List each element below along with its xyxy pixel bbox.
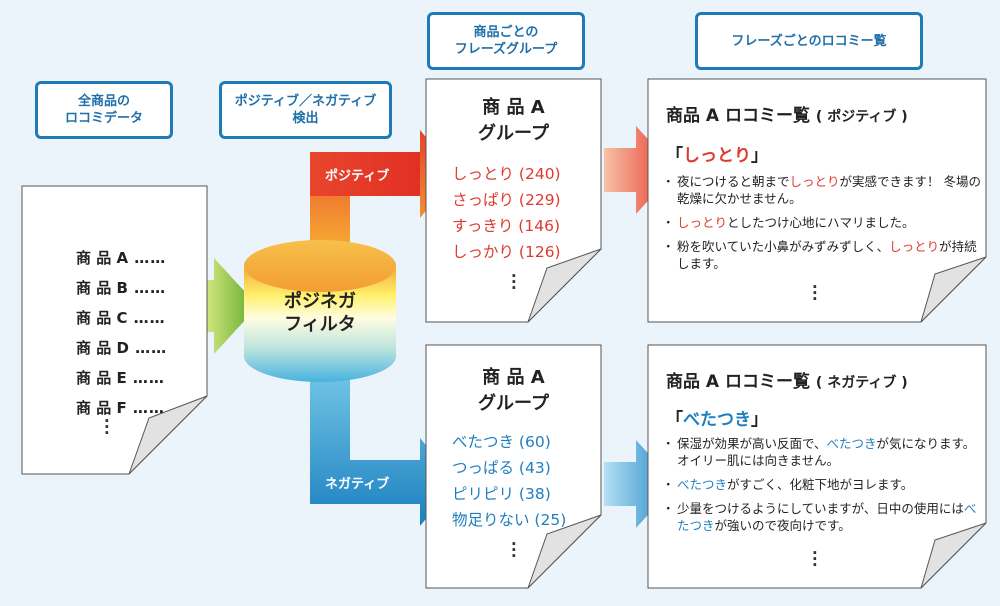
pos-group-more-dots: ··· bbox=[511, 267, 517, 297]
neg-review-title: 商品 A ロコミー覧 ( ネガティブ ) bbox=[666, 372, 908, 392]
doc-negative-reviews: 商品 A ロコミー覧 ( ネガティブ ) 「べたつき」 保湿が効果が高い反面で、… bbox=[647, 344, 987, 589]
pos-review-more-dots: ··· bbox=[812, 278, 818, 308]
arrow-label-negative: ネガティブ bbox=[325, 477, 390, 492]
review-highlight: しっとり bbox=[677, 215, 728, 230]
label-posneg-detect: ポジティブ／ネガティブ 検出 bbox=[219, 81, 392, 139]
review-highlight: しっとり bbox=[889, 239, 940, 254]
neg-group-title-1: 商 品 A bbox=[482, 367, 545, 388]
product-dots: …… bbox=[126, 399, 165, 417]
review-text: がすごく、化粧下地がヨレます。 bbox=[727, 477, 914, 492]
review-text: が強いので夜向けです。 bbox=[714, 518, 851, 533]
pos-review-phrase: 「しっとり」 bbox=[666, 146, 768, 166]
filter-cylinder bbox=[244, 240, 396, 382]
pos-group-list: しっとり (240) さっぱり (229) すっきり (146) しっかり (126) bbox=[452, 161, 561, 265]
phrase-group-item: べたつき (60) bbox=[452, 433, 551, 451]
pos-review-title: 商品 A ロコミー覧 ( ポジティブ ) bbox=[666, 106, 908, 126]
product-row: 商 品 D …… bbox=[76, 333, 167, 363]
review-text: が気になります。オイリー肌には向きません。 bbox=[677, 436, 976, 468]
product-name: 商 品 F bbox=[76, 399, 127, 417]
product-name: 商 品 B bbox=[76, 279, 128, 297]
review-text: が実感できます！ 冬場の乾燥に欠かせません。 bbox=[677, 174, 982, 206]
product-row: 商 品 F …… bbox=[76, 393, 167, 423]
label-phrase-group: 商品ごとの フレーズグループ bbox=[427, 12, 585, 70]
review-bullet: 夜につけると朝までしっとりが実感できます！ 冬場の乾燥に欠かせません。 bbox=[662, 173, 986, 207]
product-row: 商 品 A …… bbox=[76, 243, 167, 273]
label-review-list: フレーズごとのロコミー覧 bbox=[695, 12, 923, 70]
review-highlight: しっとり bbox=[789, 174, 840, 189]
label-all-products: 全商品の ロコミデータ bbox=[35, 81, 173, 139]
product-list: 商 品 A ……商 品 B ……商 品 C ……商 品 D ……商 品 E ……… bbox=[76, 243, 167, 423]
product-dots: …… bbox=[127, 309, 166, 327]
neg-review-phrase: 「べたつき」 bbox=[666, 410, 768, 430]
doc-negative-group: 商 品 A グループ べたつき (60) つっぱる (43) ピリピリ (38) 物足… bbox=[425, 344, 602, 589]
product-name: 商 品 C bbox=[76, 309, 128, 327]
review-highlight: べたつき bbox=[677, 477, 728, 492]
pos-group-title-1: 商 品 A bbox=[482, 97, 545, 118]
arrow-label-positive: ポジティブ bbox=[325, 169, 390, 184]
phrase-group-item: しっとり (240) bbox=[452, 165, 561, 183]
review-text: が持続します。 bbox=[677, 239, 977, 271]
phrase-group-item: さっぱり (229) bbox=[452, 191, 561, 209]
product-name: 商 品 A bbox=[76, 249, 129, 267]
phrase-group-item: しっかり (126) bbox=[452, 243, 561, 261]
product-dots: …… bbox=[128, 339, 168, 357]
review-text: 少量をつけるようにしていますが、日中の使用には bbox=[677, 501, 964, 516]
product-dots: …… bbox=[127, 279, 167, 297]
review-bullet: しっとりとしたつけ心地にハマリました。 bbox=[662, 214, 986, 231]
phrase-group-item: ピリピリ (38) bbox=[452, 485, 551, 503]
review-bullet: べたつきがすごく、化粧下地がヨレます。 bbox=[662, 476, 986, 493]
review-bullet: 少量をつけるようにしていますが、日中の使用にはべたつきが強いので夜向けです。 bbox=[662, 500, 986, 534]
arrow-positive-to-review bbox=[604, 126, 676, 214]
product-dots: …… bbox=[126, 369, 165, 387]
product-row: 商 品 C …… bbox=[76, 303, 167, 333]
review-highlight: べたつき bbox=[677, 501, 977, 533]
arrow-negative-path bbox=[310, 350, 456, 526]
product-row: 商 品 E …… bbox=[76, 363, 167, 393]
neg-review-bullets: 保湿が効果が高い反面で、べたつきが気になります。オイリー肌には向きません。べたつ… bbox=[662, 435, 986, 541]
phrase-group-item: 物足りない (25) bbox=[452, 511, 567, 529]
product-row: 商 品 B …… bbox=[76, 273, 167, 303]
phrase-group-item: つっぱる (43) bbox=[452, 459, 551, 477]
review-bullet: 保湿が効果が高い反面で、べたつきが気になります。オイリー肌には向きません。 bbox=[662, 435, 986, 469]
product-name: 商 品 E bbox=[76, 369, 127, 387]
pos-review-bullets: 夜につけると朝までしっとりが実感できます！ 冬場の乾燥に欠かせません。しっとりと… bbox=[662, 173, 986, 279]
review-text: としたつけ心地にハマリました。 bbox=[727, 215, 915, 230]
arrow-negative-to-review bbox=[604, 440, 676, 528]
filter-label: ポジネガ フィルタ bbox=[284, 291, 356, 335]
pos-group-title-2: グループ bbox=[478, 123, 549, 144]
review-text: 粉を吹いていた小鼻がみずみずしく、 bbox=[677, 239, 890, 254]
review-highlight: べたつき bbox=[826, 436, 877, 451]
doc-positive-group: 商 品 A グループ しっとり (240) さっぱり (229) すっきり (146… bbox=[425, 78, 602, 323]
product-more-dots: ··· bbox=[104, 412, 110, 442]
neg-group-title-2: グループ bbox=[478, 393, 549, 414]
neg-review-more-dots: ··· bbox=[812, 544, 818, 574]
review-bullet: 粉を吹いていた小鼻がみずみずしく、しっとりが持続します。 bbox=[662, 238, 986, 272]
doc-positive-reviews: 商品 A ロコミー覧 ( ポジティブ ) 「しっとり」 夜につけると朝までしっと… bbox=[647, 78, 987, 323]
neg-group-list: べたつき (60) つっぱる (43) ピリピリ (38) 物足りない (25) bbox=[452, 429, 566, 533]
phrase-group-item: すっきり (146) bbox=[452, 217, 560, 235]
neg-group-more-dots: ··· bbox=[511, 535, 517, 565]
review-text: 保湿が効果が高い反面で、 bbox=[677, 436, 827, 451]
review-text: 夜につけると朝まで bbox=[677, 174, 790, 189]
product-name: 商 品 D bbox=[76, 339, 129, 357]
doc-all-products: 商 品 A ……商 品 B ……商 品 C ……商 品 D ……商 品 E ……… bbox=[21, 185, 208, 475]
product-dots: …… bbox=[128, 249, 167, 267]
